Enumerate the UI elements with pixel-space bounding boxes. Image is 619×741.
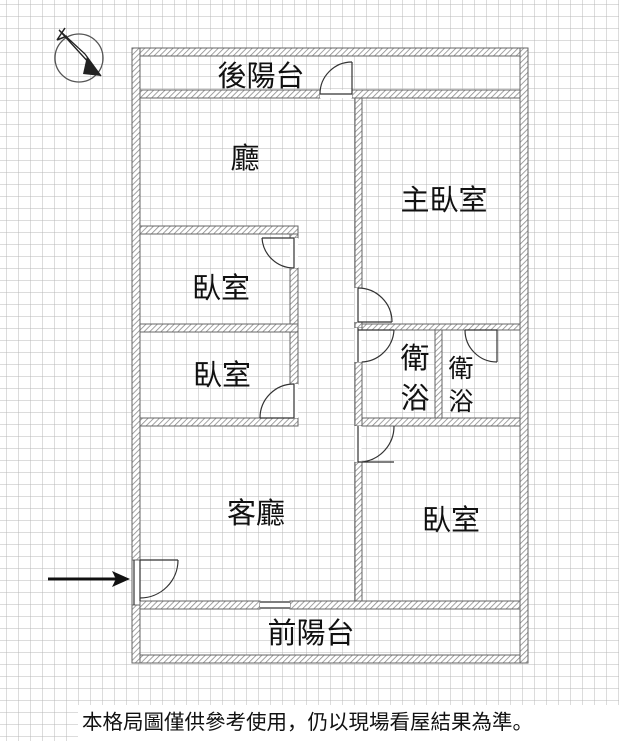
room-label-living-room: 客廳 <box>227 496 285 530</box>
room-label-bedroom-1: 臥室 <box>192 271 250 305</box>
room-label-hall: 廳 <box>230 141 259 175</box>
north-arrow-icon <box>54 27 104 83</box>
disclaimer-text: 本格局圖僅供參考使用，仍以現場看屋結果為準。 <box>82 710 533 734</box>
room-label-bedroom-2: 臥室 <box>193 358 251 392</box>
doors <box>133 61 498 609</box>
entrance-arrow-icon <box>48 571 130 587</box>
room-label-master-bedroom: 主臥室 <box>400 183 487 217</box>
walls <box>131 47 529 664</box>
room-label-bedroom-3: 臥室 <box>422 503 480 537</box>
room-label-bath-1-top: 衛 <box>400 341 429 375</box>
room-label-bath-2-top: 衛 <box>448 354 473 383</box>
room-label-bath-1-bottom: 浴 <box>400 381 429 415</box>
room-label-bath-2-bottom: 浴 <box>448 387 473 416</box>
room-label-front-balcony: 前陽台 <box>267 616 354 650</box>
room-label-rear-balcony: 後陽台 <box>217 59 304 93</box>
